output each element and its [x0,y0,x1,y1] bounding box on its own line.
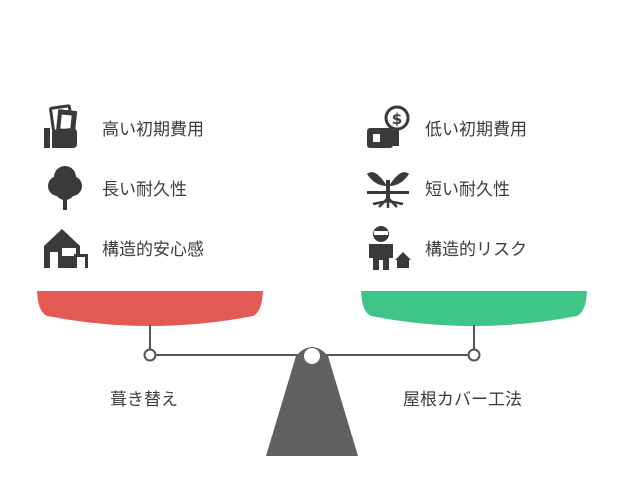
left-pivot [143,348,157,362]
feature-label: 構造的リスク [425,239,527,260]
left-pan [37,291,263,326]
wallet-dollar-icon: $ [365,104,411,150]
sprout-icon [365,164,411,210]
cash-hand-icon [42,104,88,150]
feature-label: 長い耐久性 [102,179,187,200]
fulcrum [266,347,358,456]
feature-right-durability: 短い耐久性 [365,164,510,210]
fulcrum-knob [304,348,320,364]
feature-right-cost: $ 低い初期費用 [365,104,527,150]
feature-label: 高い初期費用 [102,119,204,140]
right-option-label: 屋根カバー工法 [403,390,522,410]
right-pan [361,291,587,326]
left-option-label: 葺き替え [110,390,178,410]
burglar-house-icon [365,224,411,270]
feature-label: 低い初期費用 [425,119,527,140]
feature-left-durability: 長い耐久性 [42,164,187,210]
feature-right-structure: 構造的リスク [365,224,527,270]
house-icon [42,224,88,270]
right-pivot [467,348,481,362]
tree-icon [42,164,88,210]
feature-left-structure: 構造的安心感 [42,224,204,270]
svg-text:$: $ [392,110,402,128]
feature-label: 短い耐久性 [425,179,510,200]
feature-label: 構造的安心感 [102,239,204,260]
feature-left-cost: 高い初期費用 [42,104,204,150]
